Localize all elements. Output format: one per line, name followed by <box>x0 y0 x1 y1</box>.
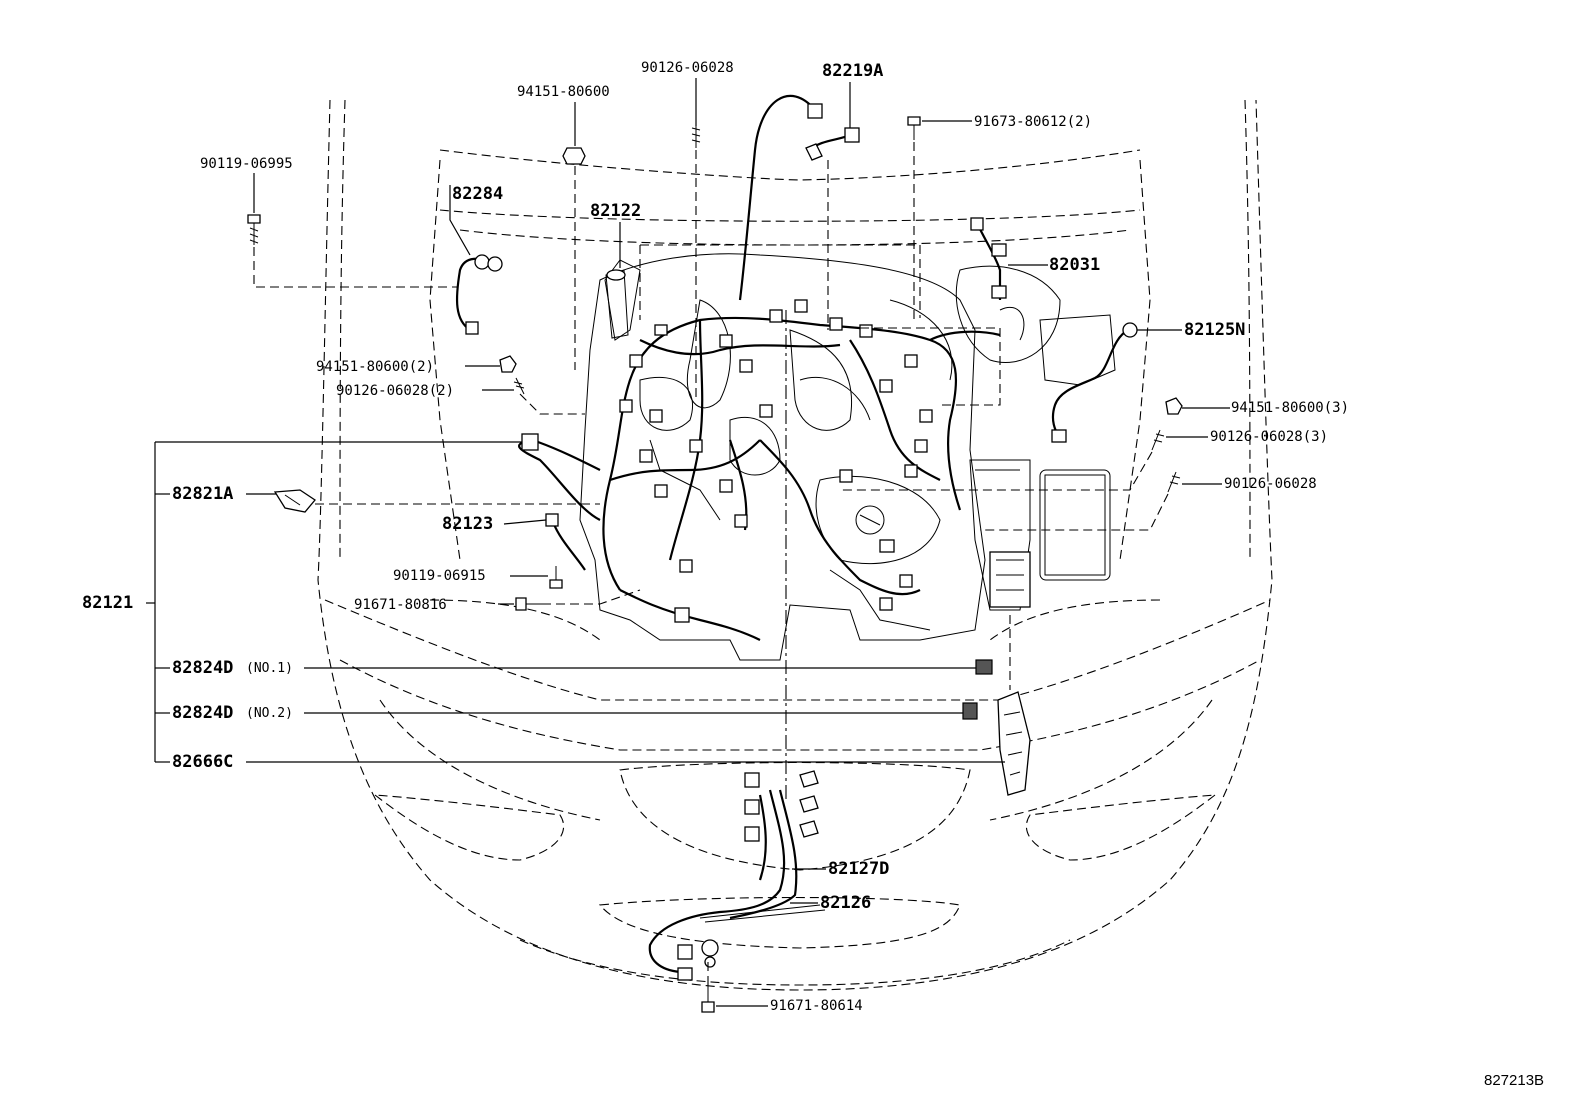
label-82824D-no1: 82824D <box>172 658 234 678</box>
label-90126-06028-right: 90126-06028 <box>1224 476 1317 492</box>
label-94151-80600-top: 94151-80600 <box>517 84 610 100</box>
engine-wire-harness <box>518 316 1001 641</box>
label-82122: 82122 <box>590 201 642 221</box>
label-82219A: 82219A <box>822 61 884 81</box>
leader-lines <box>146 78 1230 1007</box>
label-82824D-no2: 82824D <box>172 703 234 723</box>
label-90119-06915: 90119-06915 <box>393 568 486 584</box>
label-82121: 82121 <box>82 593 134 613</box>
engine-sketch <box>579 253 1116 661</box>
part-82821A-shape <box>273 489 316 513</box>
label-90126-06028-3: 90126-06028(3) <box>1210 429 1329 445</box>
part-82127D-82126-shape <box>648 770 826 981</box>
part-82031-shape <box>970 217 1007 300</box>
label-82824D-no1-note: (NO.1) <box>246 661 293 676</box>
label-90126-06028-2: 90126-06028(2) <box>336 383 455 399</box>
part-82824D-no2-shape <box>962 702 978 720</box>
part-82284-shape <box>455 254 503 335</box>
diagram-reference-number: 827213B <box>1484 1072 1545 1089</box>
part-82122-shape <box>605 269 629 339</box>
label-82127D: 82127D <box>828 859 890 879</box>
label-82126: 82126 <box>820 893 872 913</box>
label-91671-80614: 91671-80614 <box>770 998 863 1014</box>
label-82031: 82031 <box>1049 255 1101 275</box>
part-82824D-no1-shape <box>975 659 993 675</box>
part-82666C-shape <box>989 551 1031 796</box>
label-82123: 82123 <box>442 514 494 534</box>
fasteners <box>247 116 1183 1013</box>
label-90126-06028-top: 90126-06028 <box>641 60 734 76</box>
label-82666C: 82666C <box>172 752 234 772</box>
label-94151-80600-2: 94151-80600(2) <box>316 359 435 375</box>
label-82284: 82284 <box>452 184 504 204</box>
part-82219A-shape <box>738 94 860 301</box>
label-90119-06995: 90119-06995 <box>200 156 293 172</box>
label-82125N: 82125N <box>1184 320 1246 340</box>
label-82824D-no2-note: (NO.2) <box>246 706 293 721</box>
label-82821A: 82821A <box>172 484 234 504</box>
harness-connectors <box>619 299 933 623</box>
label-94151-80600-3: 94151-80600(3) <box>1231 400 1350 416</box>
part-82123-shape <box>545 513 586 571</box>
part-82125N-shape <box>1051 322 1138 443</box>
label-91671-80816: 91671-80816 <box>354 597 447 613</box>
label-91673-80612: 91673-80612(2) <box>974 114 1093 130</box>
